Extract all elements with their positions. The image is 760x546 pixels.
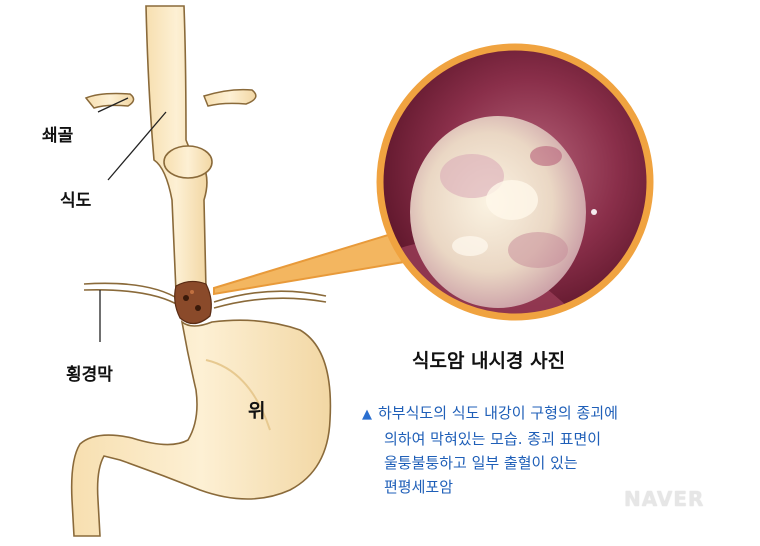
photo-frame-ring — [376, 43, 654, 321]
description-line-3: 울퉁불퉁하고 일부 출혈이 있는 — [384, 454, 578, 472]
triangle-marker-icon: ▲ — [362, 407, 372, 422]
description-line-2: 의하여 막혀있는 모습. 종괴 표면이 — [384, 430, 602, 448]
esophagus-tumor — [174, 280, 212, 325]
esophagus-leader — [107, 111, 167, 181]
clavicle-leader — [97, 97, 129, 113]
label-diaphragm: 횡경막 — [66, 365, 113, 385]
label-esophagus: 식도 — [60, 191, 92, 211]
clavicle-left — [84, 92, 135, 109]
esophagus-cut-ring — [163, 145, 213, 179]
diaphragm-curve — [83, 282, 181, 307]
stomach — [70, 319, 332, 537]
naver-watermark: NAVER — [624, 487, 705, 511]
callout-wedge — [213, 230, 406, 296]
label-stomach: 위 — [248, 400, 266, 422]
photo-caption: 식도암 내시경 사진 — [412, 350, 566, 372]
description-text: ▲하부식도의 식도 내강이 구형의 종괴에 의하여 막혀있는 모습. 종괴 표면… — [362, 401, 742, 499]
endoscopy-photo — [376, 43, 654, 321]
description-line-4: 편평세포암 — [384, 478, 454, 496]
clavicle-right — [203, 88, 257, 107]
description-line-1: ▲하부식도의 식도 내강이 구형의 종괴에 — [362, 404, 618, 422]
label-clavicle: 쇄골 — [42, 126, 74, 146]
diaphragm-curve-right — [213, 290, 327, 309]
